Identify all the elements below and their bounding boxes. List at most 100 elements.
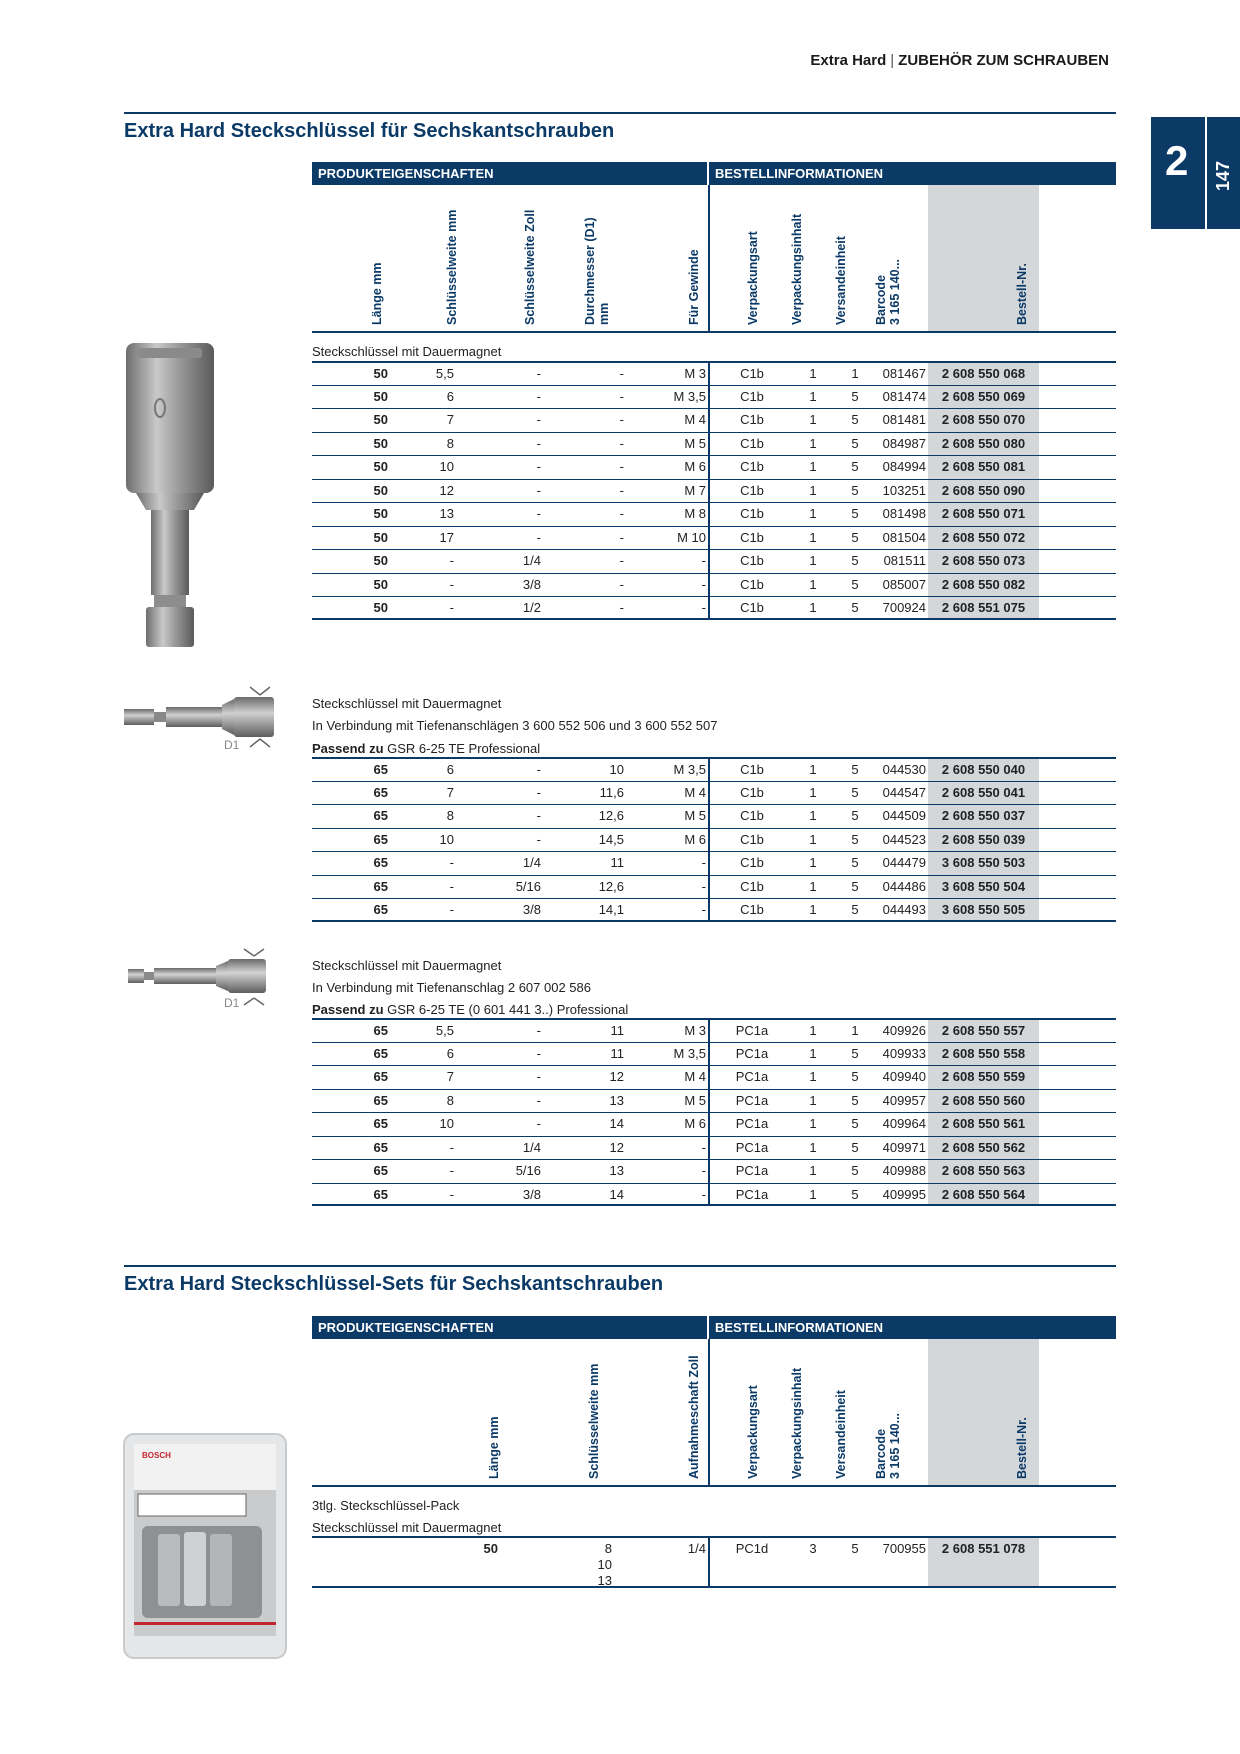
cell-gewinde: M 5: [684, 808, 706, 823]
cell-vinh: 1: [809, 784, 817, 800]
cell-barcode: 044479: [882, 855, 926, 870]
cell-barcode: 081511: [883, 553, 926, 568]
cell-barcode: 044547: [882, 784, 926, 800]
colhead-barcode-line2: 3 165 140...: [888, 258, 902, 325]
cell-order-number: 2 608 550 068: [941, 366, 1026, 381]
colhead2-schaft: Aufnahmeschaft Zoll: [687, 1355, 701, 1479]
cell-gewinde: -: [701, 902, 706, 917]
set-barcode: 700955: [882, 1541, 926, 1556]
cell-vinh: 1: [809, 1045, 817, 1061]
cell-order-number: 2 608 550 557: [941, 1023, 1026, 1038]
order-number-cell-bg: [928, 479, 1039, 502]
cell-vers: 5: [851, 1163, 859, 1178]
cell-vinh: 1: [809, 762, 817, 777]
cell-vart: C1b: [740, 529, 764, 545]
row-divider: [708, 1113, 710, 1136]
cell-order-number: 2 608 550 082: [941, 576, 1026, 592]
cell-d1: 13: [609, 1092, 624, 1108]
cell-vers: 5: [851, 1045, 859, 1061]
cell-vart: PC1a: [735, 1116, 769, 1131]
cell-vinh: 1: [809, 435, 817, 451]
cell-sw-mm: -: [449, 878, 454, 894]
cell-vart: C1b: [740, 366, 764, 381]
cell-laenge: 65: [373, 1092, 388, 1108]
cell-barcode: 044486: [882, 878, 926, 894]
order-number-cell-bg: [928, 1183, 1039, 1204]
cell-barcode: 044493: [882, 902, 926, 917]
cell-barcode: 044523: [882, 831, 926, 847]
cell-gewinde: -: [701, 1186, 706, 1202]
cell-laenge: 50: [373, 529, 388, 545]
cell-barcode: 409926: [882, 1023, 926, 1038]
cell-vart: C1b: [740, 784, 764, 800]
order-number-cell-bg: [928, 1042, 1039, 1065]
cell-d1: 14: [609, 1186, 624, 1202]
cell-vers: 5: [851, 482, 859, 498]
cell-order-number: 2 608 550 071: [941, 506, 1026, 521]
colhead-d1: Durchmesser (D1)mm: [583, 217, 611, 325]
cell-vinh: 1: [809, 1092, 817, 1108]
order-number-cell-bg: [928, 899, 1039, 920]
order-number-cell-bg: [928, 759, 1039, 781]
row-divider: [708, 385, 710, 408]
chapter-tab: 2 147: [1151, 117, 1240, 229]
header-product-line: Extra Hard: [810, 52, 887, 69]
cell-d1: 14: [609, 1116, 624, 1131]
cell-vinh: 1: [809, 529, 817, 545]
cell-gewinde: M 3: [684, 366, 706, 381]
cell-sw-zoll: -: [536, 762, 541, 777]
column-headers: Länge mm Schlüsselweite mm Schlüsselweit…: [312, 185, 1116, 331]
cell-vart: PC1a: [735, 1186, 769, 1202]
cell-sw-mm: 7: [446, 784, 454, 800]
cell-vart: C1b: [740, 855, 764, 870]
group-b-fits-tool: GSR 6-25 TE Professional: [383, 741, 541, 756]
colhead-d1-line2: mm: [597, 302, 611, 325]
row-divider: [708, 597, 710, 618]
cell-laenge: 65: [373, 762, 388, 777]
cell-d1: -: [619, 482, 624, 498]
column-divider: [708, 185, 710, 331]
cell-barcode: 409933: [882, 1045, 926, 1061]
cell-vinh: 1: [809, 855, 817, 870]
cell-vart: PC1a: [735, 1139, 769, 1155]
cell-sw-mm: 5,5: [435, 366, 454, 381]
cell-gewinde: M 6: [684, 1116, 706, 1131]
cell-vinh: 1: [809, 902, 817, 917]
cell-gewinde: -: [701, 553, 706, 568]
cell-vers: 5: [851, 808, 859, 823]
cell-d1: 14,1: [598, 902, 624, 917]
cell-sw-zoll: -: [536, 388, 541, 404]
group-c-fits-label: Passend zu: [312, 1002, 384, 1017]
cell-barcode: 409995: [882, 1186, 926, 1202]
cell-d1: 14,5: [598, 831, 624, 847]
cell-gewinde: M 3: [684, 1023, 706, 1038]
cell-vers: 5: [851, 1139, 859, 1155]
set-vers: 5: [851, 1541, 859, 1556]
cell-barcode: 409988: [882, 1163, 926, 1178]
set-order-number: 2 608 551 078: [941, 1541, 1026, 1556]
cell-laenge: 65: [373, 1163, 388, 1178]
row-divider: [708, 503, 710, 526]
cell-sw-zoll: 3/8: [522, 1186, 541, 1202]
cell-vart: C1b: [740, 482, 764, 498]
row-divider: [708, 1136, 710, 1159]
category-product-properties-2: PRODUKTEIGENSCHAFTEN: [312, 1316, 707, 1339]
cell-d1: -: [619, 435, 624, 451]
colhead-vart: Verpackungsart: [746, 231, 760, 325]
row-divider: [708, 526, 710, 549]
cell-barcode: 084994: [882, 459, 926, 474]
order-number-cell-bg: [928, 1136, 1039, 1159]
set-sw-1: 8: [604, 1541, 612, 1556]
cell-gewinde: -: [701, 1163, 706, 1178]
